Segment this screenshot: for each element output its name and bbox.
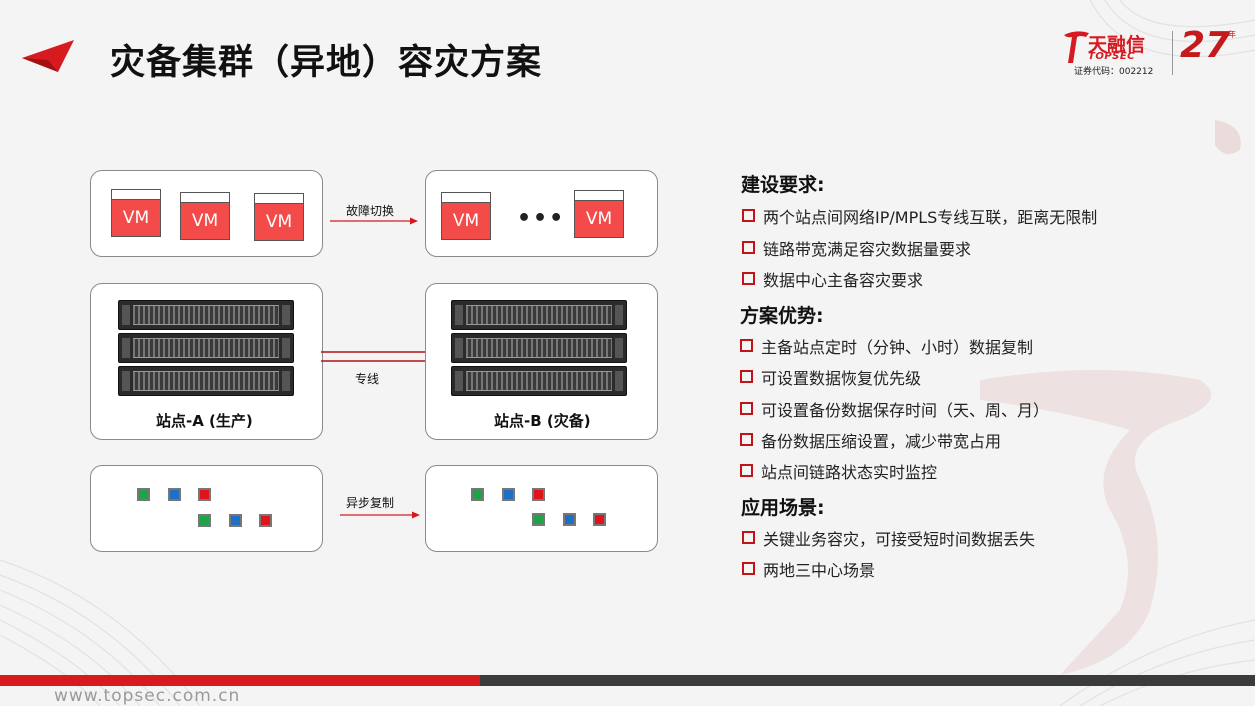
leased-line-label: 专线 (355, 372, 380, 386)
bullet-item: 可设置数据恢复优先级 (740, 365, 921, 389)
bullet-item: 备份数据压缩设置，减少带宽占用 (740, 428, 1001, 452)
data-panel-a (90, 465, 323, 552)
footer-bar-red (0, 675, 480, 686)
company-logo: 天融信 TOPSEC 证券代码：002212 27 年 (1062, 25, 1242, 79)
data-block-red (198, 488, 211, 501)
data-panel-b (425, 465, 658, 552)
logo-stock-code: 证券代码：002212 (1074, 67, 1154, 77)
server-rack (118, 366, 294, 396)
footer-bar-dark (480, 675, 1255, 686)
more-vms-dots: ••• (517, 206, 566, 231)
logo-anniversary: 27 (1180, 25, 1231, 66)
title-arrow-icon (22, 40, 74, 72)
footer-url: www.topsec.com.cn (54, 686, 241, 706)
data-block-red (532, 488, 545, 501)
leased-line-connector (321, 351, 425, 362)
logo-brand-cn: 天融信 (1088, 34, 1146, 56)
site-b-label: 站点-B (灾备) (494, 412, 591, 430)
data-block-green (198, 514, 211, 527)
bullet-item: 站点间链路状态实时监控 (740, 459, 937, 483)
checkbox-bullet-icon (742, 209, 755, 222)
checkbox-bullet-icon (742, 531, 755, 544)
section-title-requirements: 建设要求: (741, 174, 825, 196)
server-rack (451, 333, 627, 363)
failover-label: 故障切换 (346, 204, 395, 218)
section-title-scenarios: 应用场景: (741, 497, 825, 519)
logo-brand-en: TOPSEC (1088, 51, 1136, 62)
data-block-blue (563, 513, 576, 526)
site-a-label: 站点-A (生产) (156, 412, 253, 430)
failover-arrow-icon (330, 217, 418, 225)
topsec-logo-icon (1064, 31, 1089, 63)
data-block-green (471, 488, 484, 501)
checkbox-bullet-icon (740, 370, 753, 383)
vm-box: VM (574, 190, 624, 238)
server-rack (451, 366, 627, 396)
bullet-item: 可设置备份数据保存时间（天、周、月） (740, 397, 1049, 421)
bullet-item: 主备站点定时（分钟、小时）数据复制 (740, 334, 1033, 358)
data-block-red (259, 514, 272, 527)
checkbox-bullet-icon (740, 339, 753, 352)
server-rack (451, 300, 627, 330)
section-title-advantages: 方案优势: (740, 305, 824, 327)
vm-box: VM (111, 189, 161, 237)
vm-box: VM (180, 192, 230, 240)
vm-box: VM (254, 193, 304, 241)
bullet-item: 数据中心主备容灾要求 (742, 267, 923, 291)
data-block-blue (502, 488, 515, 501)
page-title: 灾备集群（异地）容灾方案 (110, 43, 543, 83)
checkbox-bullet-icon (740, 433, 753, 446)
checkbox-bullet-icon (742, 241, 755, 254)
server-rack (118, 300, 294, 330)
data-block-blue (229, 514, 242, 527)
vm-box: VM (441, 192, 491, 240)
bullet-item: 链路带宽满足容灾数据量要求 (742, 236, 971, 260)
data-block-green (532, 513, 545, 526)
async-replication-label: 异步复制 (346, 496, 395, 510)
data-block-red (593, 513, 606, 526)
bullet-item: 关键业务容灾，可接受短时间数据丢失 (742, 526, 1035, 550)
checkbox-bullet-icon (740, 402, 753, 415)
server-rack (118, 333, 294, 363)
bullet-item: 两地三中心场景 (742, 557, 875, 581)
bullet-item: 两个站点间网络IP/MPLS专线互联，距离无限制 (742, 204, 1097, 228)
checkbox-bullet-icon (740, 464, 753, 477)
logo-divider (1172, 31, 1173, 75)
data-block-green (137, 488, 150, 501)
checkbox-bullet-icon (742, 272, 755, 285)
async-replication-arrow-icon (340, 511, 420, 519)
logo-anniversary-suffix: 年 (1228, 30, 1236, 39)
checkbox-bullet-icon (742, 562, 755, 575)
data-block-blue (168, 488, 181, 501)
